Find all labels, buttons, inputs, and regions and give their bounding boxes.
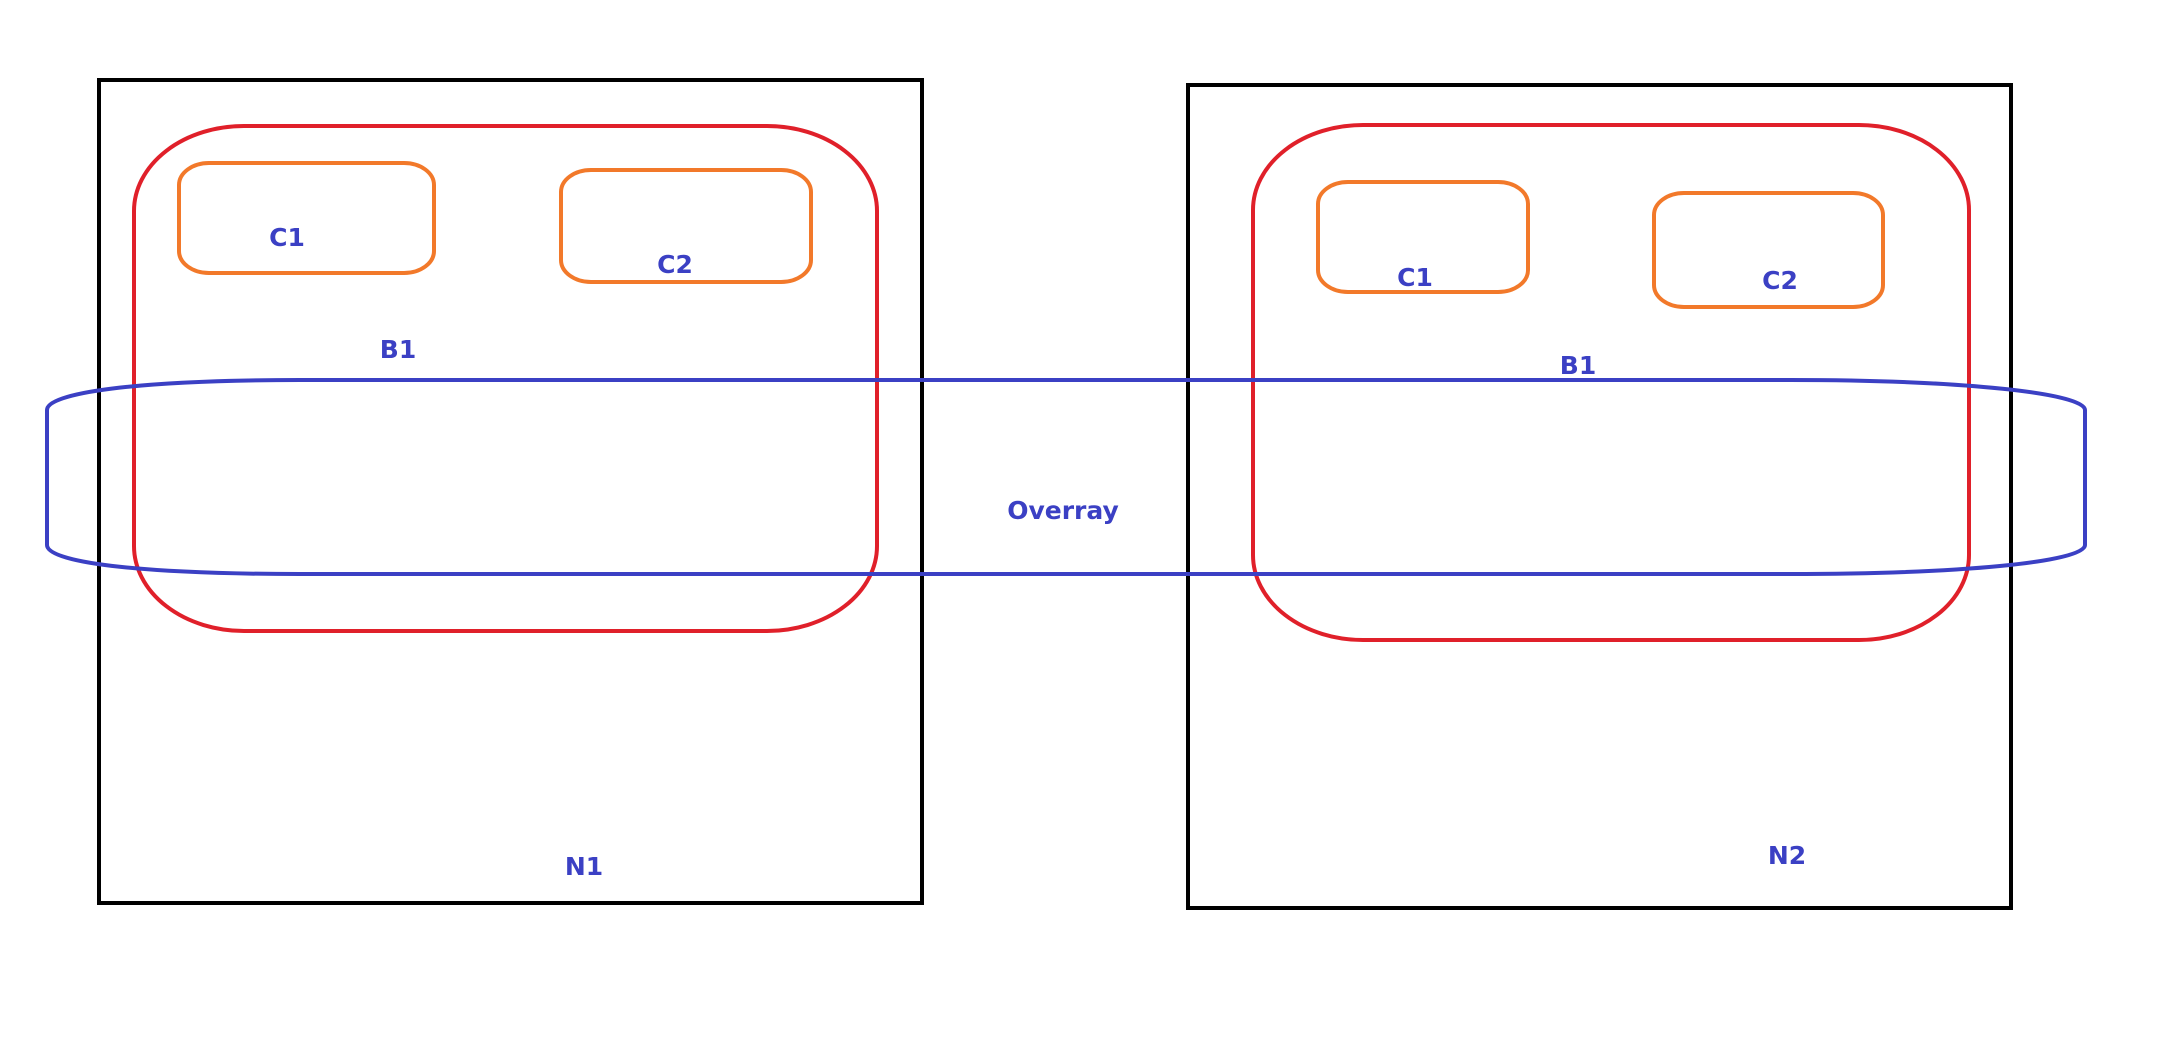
node-n2-label: N2 [1768, 841, 1806, 870]
node-n1 [97, 78, 924, 905]
bridge-b1-n2-label: B1 [1560, 351, 1596, 380]
bridge-b1-n2-box [1251, 123, 1971, 642]
container-c1-n2-box [1316, 180, 1530, 294]
overlay-network-shape [45, 378, 2087, 576]
overlay-network-label: Overray [1007, 496, 1119, 525]
bridge-b1-n1-label: B1 [380, 335, 416, 364]
container-c2-n1-label: C2 [657, 250, 693, 279]
container-c1-n1-label: C1 [269, 223, 305, 252]
node-n2 [1186, 83, 2013, 910]
node-n1-box [97, 78, 924, 905]
node-n2-box [1186, 83, 2013, 910]
node-n1-label: N1 [565, 852, 603, 881]
container-c1-n1-box [177, 161, 436, 275]
container-c1-n2-label: C1 [1397, 263, 1433, 292]
container-c2-n2-box [1652, 191, 1885, 309]
container-c2-n2-label: C2 [1762, 266, 1798, 295]
container-c2-n1-box [559, 168, 813, 284]
